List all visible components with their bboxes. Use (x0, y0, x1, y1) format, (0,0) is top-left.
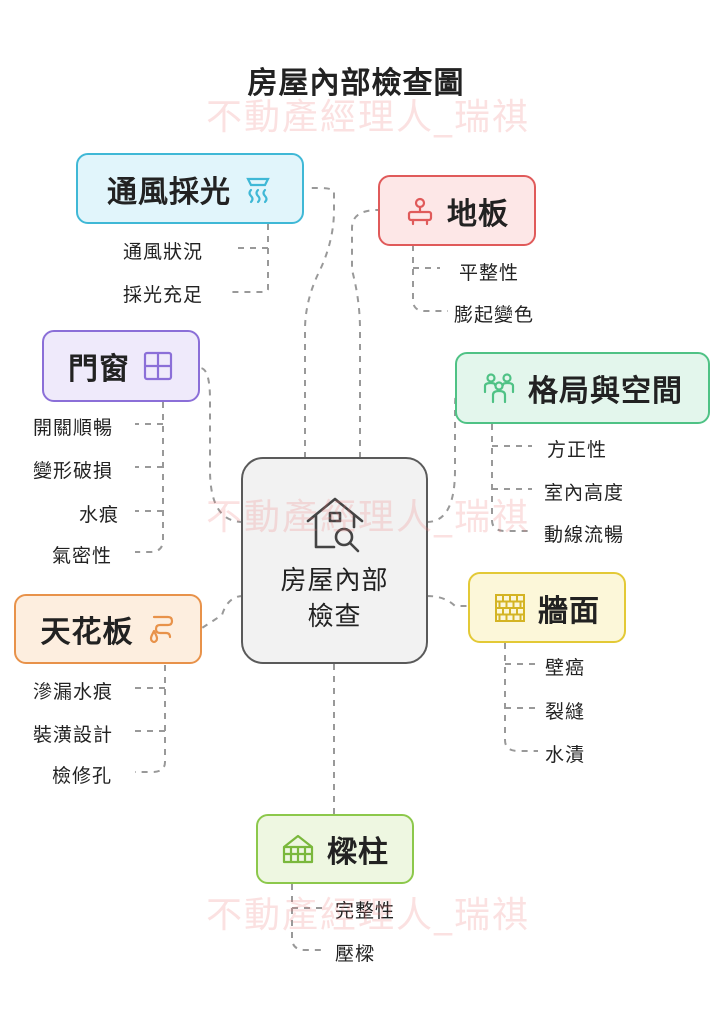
category-label: 門窗 (68, 352, 130, 387)
watermark: 不動產經理人_瑞祺 (206, 895, 531, 936)
category-label: 通風採光 (107, 174, 231, 210)
center-node: 房屋內部 檢查 (241, 457, 428, 664)
people-icon (483, 373, 515, 404)
item-water-marks: 水痕 (79, 504, 120, 526)
item-lighting: 採光充足 (123, 284, 204, 306)
item-cracks: 裂縫 (545, 701, 586, 723)
category-label: 地板 (447, 196, 509, 232)
brick-wall-icon (495, 593, 525, 622)
category-beams: 樑柱 (256, 814, 414, 884)
item-flatness: 平整性 (459, 262, 520, 284)
house-search-icon (306, 497, 363, 553)
item-swelling: 膨起變色 (454, 304, 535, 326)
item-smooth-operation: 開關順暢 (33, 417, 114, 439)
category-walls: 牆面 (468, 572, 626, 643)
category-label: 牆面 (538, 593, 600, 629)
floor-icon (407, 197, 433, 225)
center-label-line2: 檢查 (307, 602, 362, 632)
page-title: 房屋內部檢查圖 (247, 66, 465, 101)
category-label: 樑柱 (327, 835, 389, 870)
leak-icon (149, 615, 173, 644)
ventilation-icon (246, 177, 270, 203)
category-windows: 門窗 (42, 330, 200, 402)
category-layout: 格局與空間 (455, 352, 710, 424)
item-ventilation-status: 通風狀況 (123, 241, 204, 263)
category-ventilation: 通風採光 (76, 153, 304, 224)
center-label-line1: 房屋內部 (280, 566, 389, 596)
item-decoration: 裝潢設計 (33, 724, 114, 746)
category-floor: 地板 (378, 175, 536, 246)
watermark: 不動產經理人_瑞祺 (206, 497, 531, 538)
category-label: 格局與空間 (528, 374, 683, 409)
watermark: 不動產經理人_瑞祺 (206, 97, 531, 138)
item-airtightness: 氣密性 (52, 545, 113, 567)
item-integrity: 完整性 (335, 900, 396, 922)
item-deformation: 變形破損 (33, 460, 114, 482)
category-ceiling: 天花板 (14, 594, 202, 664)
item-water-stains: 水漬 (545, 744, 586, 766)
item-access-hole: 檢修孔 (52, 765, 113, 787)
item-squareness: 方正性 (547, 439, 608, 461)
item-beam-pressure: 壓樑 (335, 943, 376, 965)
structure-icon (282, 834, 314, 864)
item-efflorescence: 壁癌 (545, 657, 586, 679)
item-ceiling-height: 室內高度 (544, 482, 625, 504)
window-icon (143, 351, 173, 381)
item-leak-marks: 滲漏水痕 (33, 681, 114, 703)
category-label: 天花板 (40, 615, 134, 650)
item-circulation: 動線流暢 (544, 524, 625, 546)
